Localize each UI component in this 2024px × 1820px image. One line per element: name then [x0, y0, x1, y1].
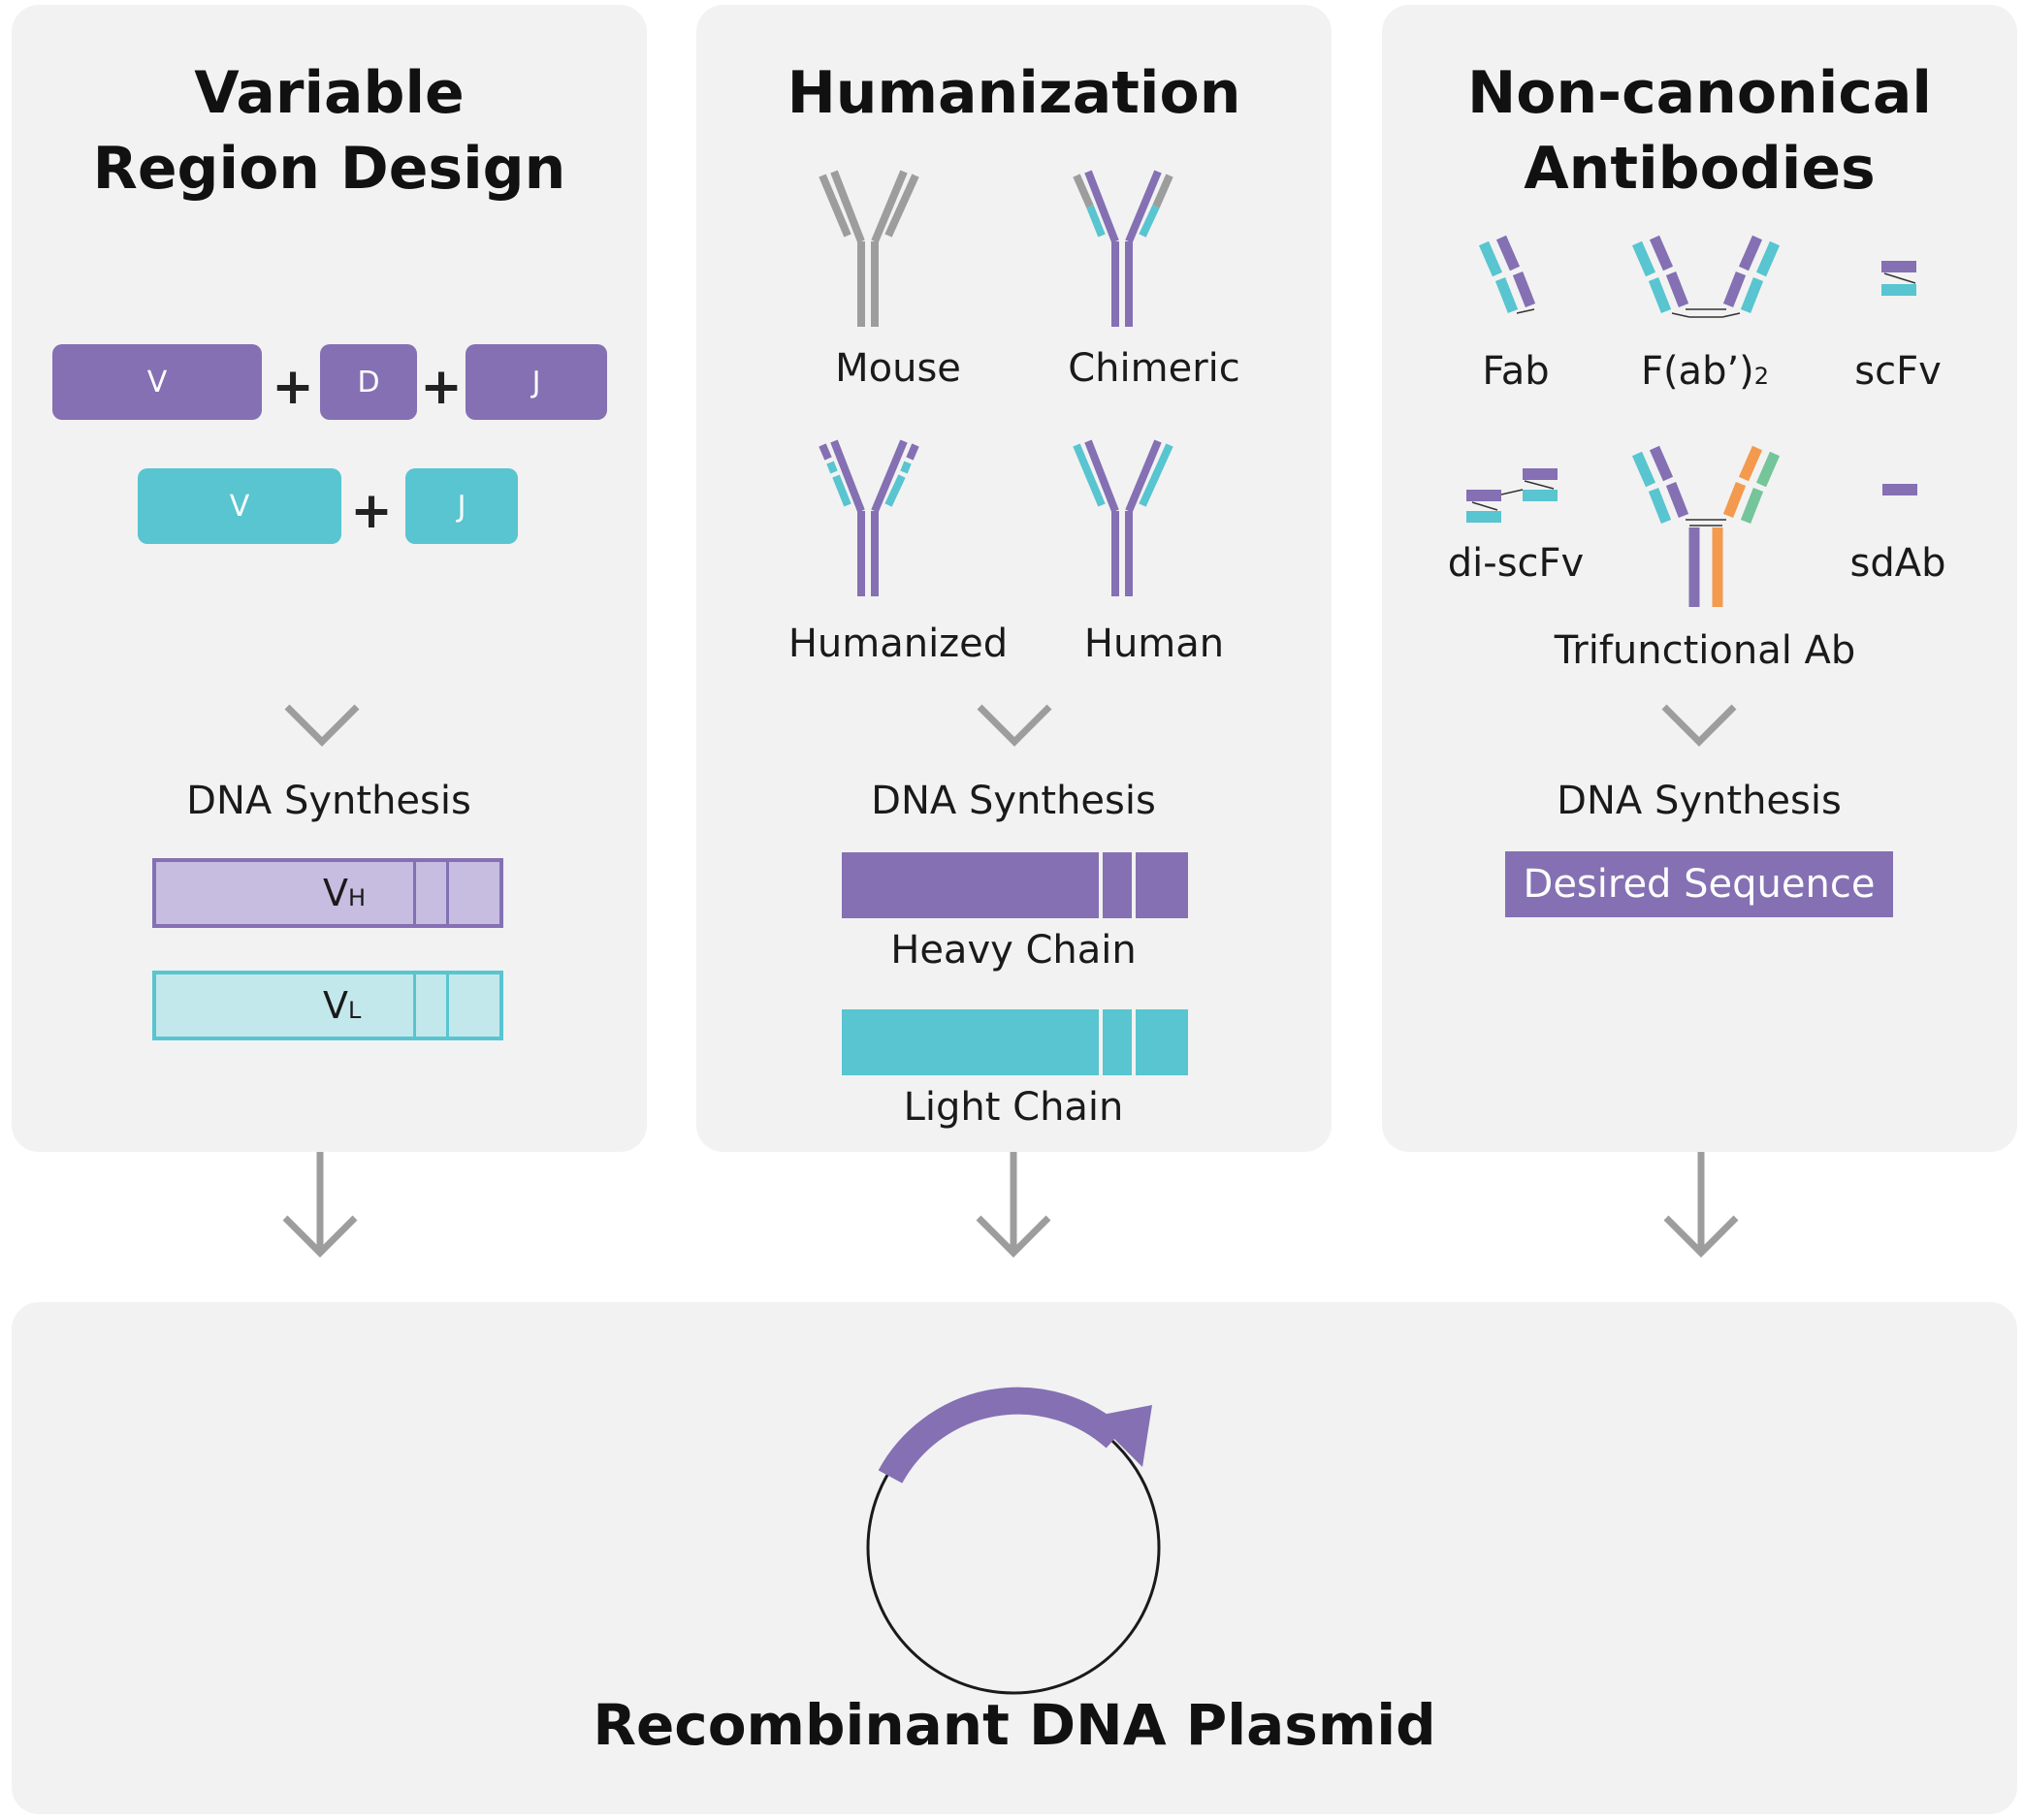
dna-synthesis-label: DNA Synthesis: [1557, 779, 1842, 823]
sdab-icon: [1882, 484, 1917, 495]
fab2-label-sub: 2: [1753, 363, 1770, 390]
plus-sign: +: [272, 358, 314, 416]
noncanonical-title-line2: Antibodies: [1524, 135, 1876, 203]
humanization-title: Humanization: [787, 59, 1241, 127]
variable-region-title: Variable Region Design: [12, 55, 647, 207]
humanized-label: Humanized: [787, 622, 1009, 666]
vh-label-main: V: [323, 872, 348, 914]
down-arrow-icon: [282, 1152, 358, 1258]
segment-divider: [1132, 852, 1136, 918]
plus-sign: +: [350, 482, 393, 540]
variable-region-title-line2: Region Design: [92, 135, 566, 203]
mouse-label: Mouse: [835, 346, 961, 391]
plasmid-title: Recombinant DNA Plasmid: [593, 1692, 1436, 1758]
humanization-panel: Humanization Mouse Chimeric: [696, 5, 1332, 1152]
dna-synthesis-label: DNA Synthesis: [871, 779, 1156, 823]
plasmid-circle-icon: [866, 1387, 1161, 1695]
vh-sequence-box: VH: [152, 858, 503, 928]
chimeric-antibody-icon: [1073, 170, 1173, 327]
sdab-label: sdAb: [1849, 541, 1946, 586]
segment-divider: [446, 974, 449, 1037]
vl-sequence-box: VL: [152, 971, 503, 1040]
chevron-down-icon: [1661, 704, 1737, 747]
segment-divider: [413, 862, 416, 924]
vl-label: VL: [323, 984, 361, 1027]
human-antibody-icon: [1073, 439, 1173, 596]
fab2-label-main: F(ab’): [1640, 349, 1754, 394]
heavy-chain-bar: [842, 852, 1188, 918]
chevron-down-icon: [284, 704, 360, 747]
dna-synthesis-label: DNA Synthesis: [186, 779, 471, 823]
light-chain-label: Light Chain: [903, 1085, 1124, 1130]
variable-region-panel: Variable Region Design V + D + J V + J D…: [12, 5, 647, 1152]
chevron-down-icon: [977, 704, 1052, 747]
light-v-segment: V: [138, 468, 341, 544]
heavy-chain-label: Heavy Chain: [890, 928, 1137, 973]
segment-divider: [1099, 1009, 1103, 1075]
chimeric-label: Chimeric: [1068, 346, 1240, 391]
di-scfv-icon: [1466, 468, 1558, 523]
human-label: Human: [1083, 622, 1225, 666]
di-scfv-label: di-scFv: [1447, 541, 1585, 586]
desired-sequence-box: Desired Sequence: [1505, 851, 1893, 917]
segment-divider: [1132, 1009, 1136, 1075]
noncanonical-title-line1: Non-canonical: [1467, 59, 1932, 127]
noncanonical-panel: Non-canonical Antibodies Fab: [1382, 5, 2017, 1152]
segment-divider: [1099, 852, 1103, 918]
light-j-segment: J: [405, 468, 518, 544]
segment-divider: [413, 974, 416, 1037]
scfv-label: scFv: [1854, 349, 1942, 394]
plasmid-panel: Recombinant DNA Plasmid: [12, 1302, 2017, 1814]
vl-label-main: V: [323, 984, 348, 1027]
trifunctional-label: Trifunctional Ab: [1554, 628, 1856, 673]
trifunctional-antibody-icon: [1631, 445, 1781, 607]
heavy-j-segment: J: [466, 344, 607, 420]
fab-icon: [1478, 235, 1536, 314]
mouse-antibody-icon: [819, 170, 919, 327]
fab2-icon: [1631, 235, 1781, 318]
humanized-antibody-icon: [819, 439, 919, 596]
noncanonical-title: Non-canonical Antibodies: [1382, 55, 2017, 207]
fab-label: Fab: [1482, 349, 1550, 394]
segment-divider: [446, 862, 449, 924]
vh-label-sub: H: [348, 884, 367, 911]
down-arrow-icon: [1663, 1152, 1739, 1258]
heavy-d-segment: D: [320, 344, 417, 420]
plus-sign: +: [420, 358, 463, 416]
vh-label: VH: [323, 872, 366, 914]
scfv-icon: [1881, 261, 1916, 296]
light-chain-bar: [842, 1009, 1188, 1075]
heavy-v-segment: V: [52, 344, 262, 420]
variable-region-title-line1: Variable: [194, 59, 465, 127]
vl-label-sub: L: [348, 997, 362, 1024]
fab2-label: F(ab’)2: [1641, 349, 1769, 394]
down-arrow-icon: [976, 1152, 1051, 1258]
